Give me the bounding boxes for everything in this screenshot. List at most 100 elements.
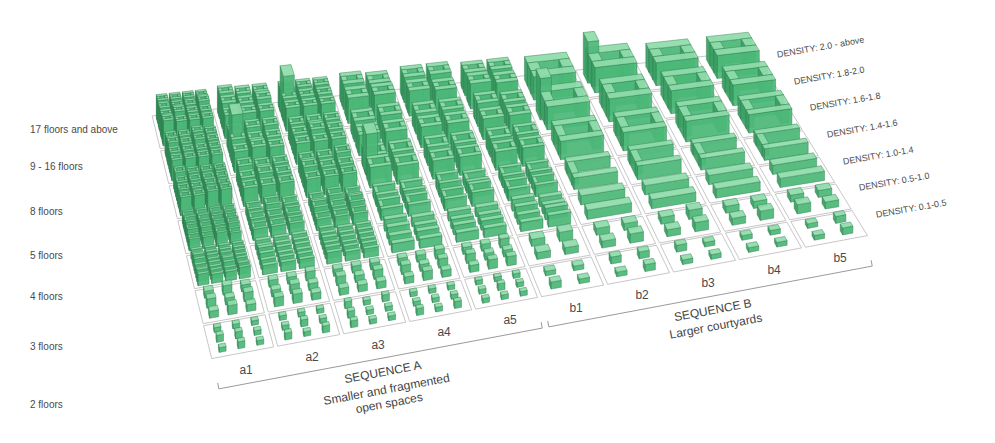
building-side xyxy=(342,81,343,110)
building-roof xyxy=(176,119,187,122)
building-roof xyxy=(328,150,332,154)
building-roof xyxy=(212,152,223,155)
building-roof xyxy=(290,175,294,179)
building-roof xyxy=(559,58,573,67)
building-roof xyxy=(297,83,312,87)
building-roof xyxy=(219,90,234,94)
building-side xyxy=(408,88,409,117)
building-roof xyxy=(174,109,185,112)
building-roof xyxy=(177,180,188,183)
building-side xyxy=(464,70,465,96)
building-side xyxy=(171,159,172,181)
building-roof xyxy=(510,141,516,147)
building-roof xyxy=(500,168,506,174)
building-side xyxy=(468,76,470,105)
building-roof xyxy=(583,31,599,42)
building-roof xyxy=(178,185,181,188)
building-roof xyxy=(541,91,554,101)
building-roof xyxy=(651,112,664,123)
building-roof xyxy=(420,121,442,127)
building-roof xyxy=(284,156,288,160)
building-roof xyxy=(492,144,498,150)
building-roof xyxy=(268,141,272,145)
building-roof xyxy=(487,130,493,136)
building-roof xyxy=(203,174,206,177)
building-roof xyxy=(279,140,283,144)
building-roof xyxy=(505,181,511,187)
building-roof xyxy=(536,68,551,79)
building-roof xyxy=(385,156,391,162)
building-roof xyxy=(418,119,425,124)
building-roof xyxy=(317,172,321,176)
building-roof xyxy=(327,124,331,128)
building-roof xyxy=(452,135,458,141)
building-roof xyxy=(323,171,327,175)
building-roof xyxy=(303,102,318,106)
building-roof xyxy=(210,145,221,148)
building-roof xyxy=(730,74,776,85)
building-roof xyxy=(189,176,192,179)
building-roof xyxy=(241,175,256,179)
building-roof xyxy=(378,107,384,112)
building-roof xyxy=(254,180,258,184)
building-roof xyxy=(503,97,526,103)
building-roof xyxy=(311,126,326,130)
building-roof xyxy=(293,130,308,134)
building-roof xyxy=(257,96,272,100)
building-roof xyxy=(172,157,183,160)
building-roof xyxy=(369,162,392,168)
building-roof xyxy=(321,123,325,127)
building-roof xyxy=(335,169,339,173)
building-roof xyxy=(471,187,494,193)
building-roof xyxy=(693,143,706,155)
building-roof xyxy=(469,133,475,139)
building-roof xyxy=(307,117,311,121)
building-roof xyxy=(461,113,468,118)
building-roof xyxy=(474,146,480,152)
building-roof xyxy=(180,195,191,198)
building-side xyxy=(180,196,181,216)
building-roof xyxy=(442,136,448,142)
building-roof xyxy=(535,180,558,186)
building-roof xyxy=(714,45,759,56)
building-roof xyxy=(257,168,261,172)
building-side xyxy=(369,165,371,188)
building-roof xyxy=(380,110,402,116)
building-roof xyxy=(318,154,333,158)
building-roof xyxy=(276,170,291,174)
building-roof xyxy=(181,141,192,144)
building-roof xyxy=(338,123,342,127)
building-roof xyxy=(198,175,201,178)
building-roof xyxy=(545,96,590,107)
grid-cell xyxy=(241,203,310,244)
building-roof xyxy=(368,111,374,117)
building-roof xyxy=(691,133,737,144)
building-roof xyxy=(746,104,792,115)
building-roof xyxy=(531,124,537,130)
building-roof xyxy=(175,170,186,173)
building-roof xyxy=(518,92,525,97)
building-roof xyxy=(445,115,452,120)
building-roof xyxy=(407,141,413,147)
building-roof xyxy=(259,133,263,137)
building-roof xyxy=(353,116,375,122)
building-roof xyxy=(200,108,211,111)
building-roof xyxy=(208,137,219,140)
building-roof xyxy=(338,159,342,163)
building-roof xyxy=(197,93,208,96)
building-roof xyxy=(504,176,527,182)
building-roof xyxy=(395,105,401,110)
building-roof xyxy=(457,148,463,154)
building-roof xyxy=(588,120,601,131)
grid-cell xyxy=(696,167,771,203)
building-roof xyxy=(439,178,462,184)
building-roof xyxy=(435,117,442,122)
building-roof xyxy=(196,146,207,149)
building-roof xyxy=(507,107,514,112)
building-roof xyxy=(741,38,756,46)
building-roof xyxy=(287,166,291,170)
building-roof xyxy=(225,171,228,174)
grid-cell xyxy=(260,270,330,312)
building-roof xyxy=(441,105,463,111)
